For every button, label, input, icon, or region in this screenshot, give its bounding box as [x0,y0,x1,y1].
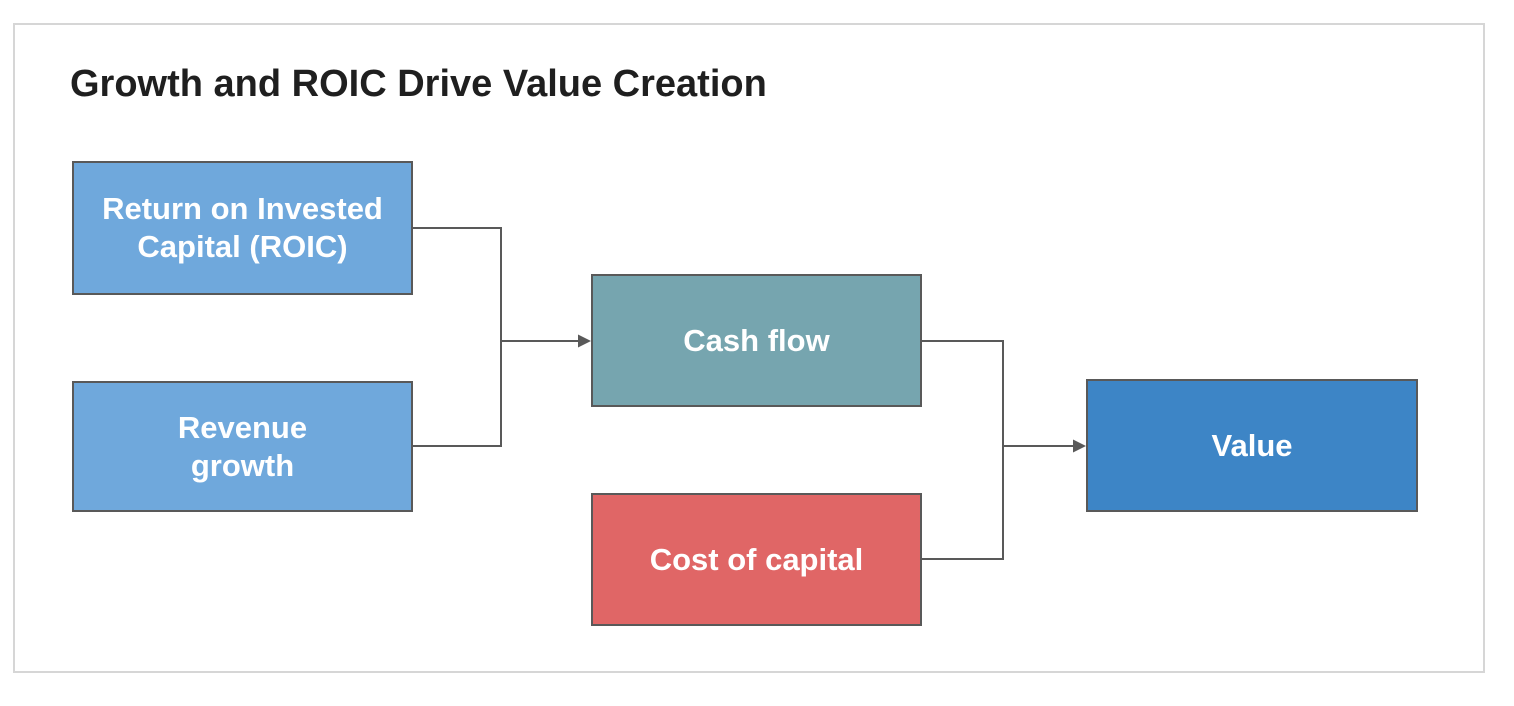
node-cost-of-capital-label: Cost of capital [649,541,864,577]
node-roic-label: Return on Invested Capital (ROIC) [102,191,383,264]
node-cost-of-capital: Cost of capital [591,493,922,626]
node-cash-flow: Cash flow [591,274,922,407]
node-cash-flow-label: Cash flow [683,322,830,358]
node-revenue-growth: Revenue growth [72,381,413,512]
node-value-label: Value [1211,427,1293,463]
node-revenue-growth-label: Revenue growth [177,409,308,483]
node-value: Value [1086,379,1418,512]
node-roic: Return on Invested Capital (ROIC) [72,161,413,295]
diagram-title: Growth and ROIC Drive Value Creation [70,63,767,105]
